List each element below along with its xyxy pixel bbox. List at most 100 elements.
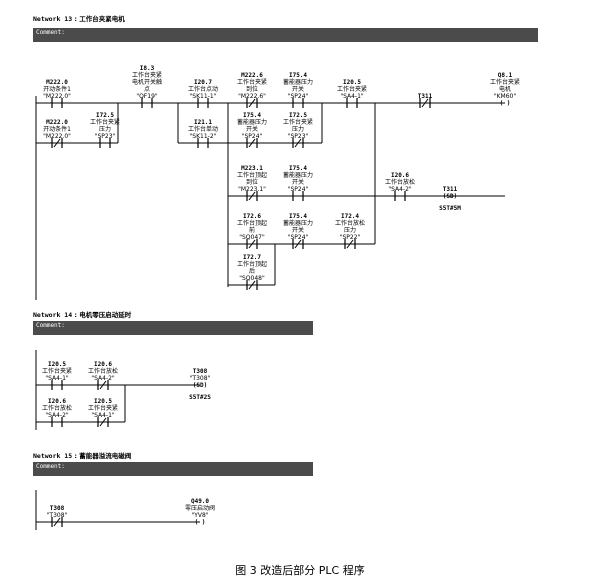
network-15-title: Network 15 : 蓄能器溢流电磁阀 — [33, 452, 132, 460]
coil-symbol-glyph: (SD) — [443, 193, 457, 200]
contact-description: 蓄能器压力 — [237, 118, 267, 126]
contact-symbol: "SK11-1" — [190, 93, 217, 100]
contact-address: I20.5 — [343, 79, 361, 86]
network-13-title-text: 工作台夹紧电机 — [79, 15, 125, 23]
contact-description: 工作台夹紧 — [283, 118, 313, 126]
contact-address: I72.5 — [289, 112, 307, 119]
coil-symbol-glyph: (SD) — [193, 382, 207, 389]
contact-nc-slash — [99, 380, 107, 390]
coil-t311-sd[interactable]: T311(SD)S5T#5M — [439, 186, 461, 212]
contact-nc-slash — [53, 517, 61, 527]
timer-preset: S5T#2S — [189, 394, 211, 401]
coil-description: 零压启动阀 — [185, 504, 215, 512]
coil-address: T311 — [443, 186, 458, 193]
contact-nc-slash — [294, 138, 302, 148]
contact-address: I75.4 — [289, 165, 307, 172]
contact-description: 工作台夹紧 — [132, 71, 162, 79]
network-14-comment[interactable]: Comment: — [33, 321, 313, 335]
network-15-prefix: Network 15 — [33, 452, 73, 460]
contact-description: 工作台顶起 — [237, 219, 267, 227]
contact-t311-nc[interactable]: T311 — [418, 93, 433, 108]
network-13-title: Network 13 : 工作台夹紧电机 — [33, 15, 125, 23]
figure-caption: 图 3 改造后部分 PLC 程序 — [235, 564, 365, 577]
contact-address: I20.6 — [94, 361, 112, 368]
contact-description: 开关 — [292, 178, 304, 186]
contact-description: 到位 — [246, 85, 258, 93]
contact-nc-slash — [346, 239, 354, 249]
contact-description: 工作台夹紧 — [42, 367, 72, 375]
contact-description: 开关 — [246, 125, 258, 133]
contact-description: 压力 — [292, 125, 304, 133]
contact-nc-slash — [248, 280, 256, 290]
contact-nc-slash — [248, 191, 256, 201]
contact-description: 电机开关触 — [132, 78, 162, 86]
contact-symbol: "SP24" — [288, 234, 309, 241]
contact-symbol: "SA4-1" — [340, 93, 364, 100]
contact-symbol: "SP22" — [340, 234, 361, 241]
network-14-title: Network 14 : 电机零压启动延时 — [33, 311, 132, 319]
contact-description: 开动条件1 — [43, 85, 71, 93]
contact-nc-slash — [421, 98, 429, 108]
coil-address: T308 — [193, 368, 208, 375]
contact-description: 压力 — [99, 125, 111, 133]
contact-description: 蓄能器压力 — [283, 219, 313, 227]
contact-description: 开关 — [292, 226, 304, 234]
coil-symbol-glyph: ( ) — [500, 100, 511, 107]
network-14-prefix: Network 14 — [33, 311, 73, 319]
contact-symbol: "SA4-2" — [91, 375, 115, 382]
network-13-comment[interactable]: Comment: — [33, 28, 538, 42]
contact-symbol: "T308" — [47, 512, 68, 519]
contact-nc-slash — [53, 138, 61, 148]
contact-address: M222.0 — [46, 119, 68, 126]
contact-nc-slash — [248, 138, 256, 148]
contact-address: T311 — [418, 93, 433, 100]
contact-nc-slash — [294, 239, 302, 249]
contact-nc-slash — [99, 417, 107, 427]
contact-description: 开动条件1 — [43, 125, 71, 133]
contact-description: 工作台放松 — [42, 404, 72, 412]
contact-symbol: "SQ048" — [239, 275, 265, 282]
contact-description: 工作台放松 — [335, 219, 365, 227]
contact-symbol: "QF19" — [136, 93, 158, 100]
contact-address: I20.6 — [391, 172, 409, 179]
contact-address: I20.5 — [48, 361, 66, 368]
contact-symbol: "SP24" — [242, 133, 263, 140]
contact-symbol: "SA4-2" — [45, 412, 69, 419]
contact-address: I75.4 — [289, 72, 307, 79]
contact-address: M223.1 — [241, 165, 263, 172]
contact-address: M222.6 — [241, 72, 263, 79]
contact-symbol: "SP24" — [288, 93, 309, 100]
contact-t308-nc[interactable]: T308"T308" — [47, 505, 68, 527]
contact-description: 前 — [249, 226, 255, 234]
network-15-title-text: 蓄能器溢流电磁阀 — [79, 452, 132, 460]
network-15-comment[interactable]: Comment: — [33, 462, 313, 476]
contact-description: 到位 — [246, 178, 258, 186]
contact-symbol: "SP23" — [288, 133, 309, 140]
contact-address: I72.4 — [341, 213, 359, 220]
coil-t308-sd[interactable]: T308"T308"(SD)S5T#2S — [189, 368, 211, 401]
